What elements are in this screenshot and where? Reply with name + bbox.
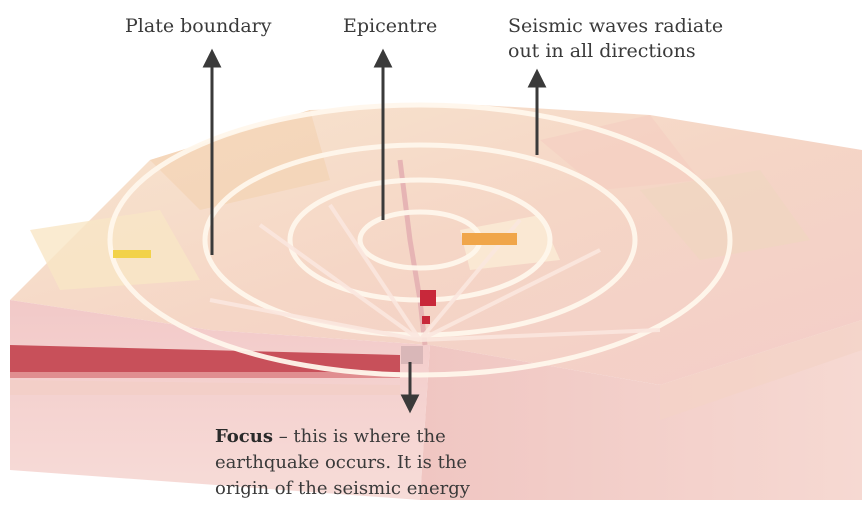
crust-patch [540,115,700,190]
crust-strata [10,372,400,378]
plate-boundary-label: Plate boundary [125,15,272,37]
seismic-rays [209,203,661,342]
focus-point [401,346,423,364]
focus-caption-line1: Focus – this is where the [215,425,446,448]
focus-marker-small [422,316,430,324]
crust-strata [660,320,862,420]
epicentre-label: Epicentre [343,15,438,37]
seismic-waves-label-line1: Seismic waves radiate [508,15,724,37]
focus-caption-line2: earthquake occurs. It is the [215,452,468,473]
arrows [202,48,547,414]
seismic-waves-label-line2: out in all directions [508,40,696,62]
focus-title: Focus [215,426,273,447]
marker-yellow [113,250,151,258]
focus-marker [420,290,436,306]
marker-orange [462,233,517,245]
focus-caption-line3: origin of the seismic energy [215,478,470,499]
crust-strata [10,380,400,395]
focus-line1-rest: – this is where the [272,426,446,447]
crust-patch [150,110,330,210]
